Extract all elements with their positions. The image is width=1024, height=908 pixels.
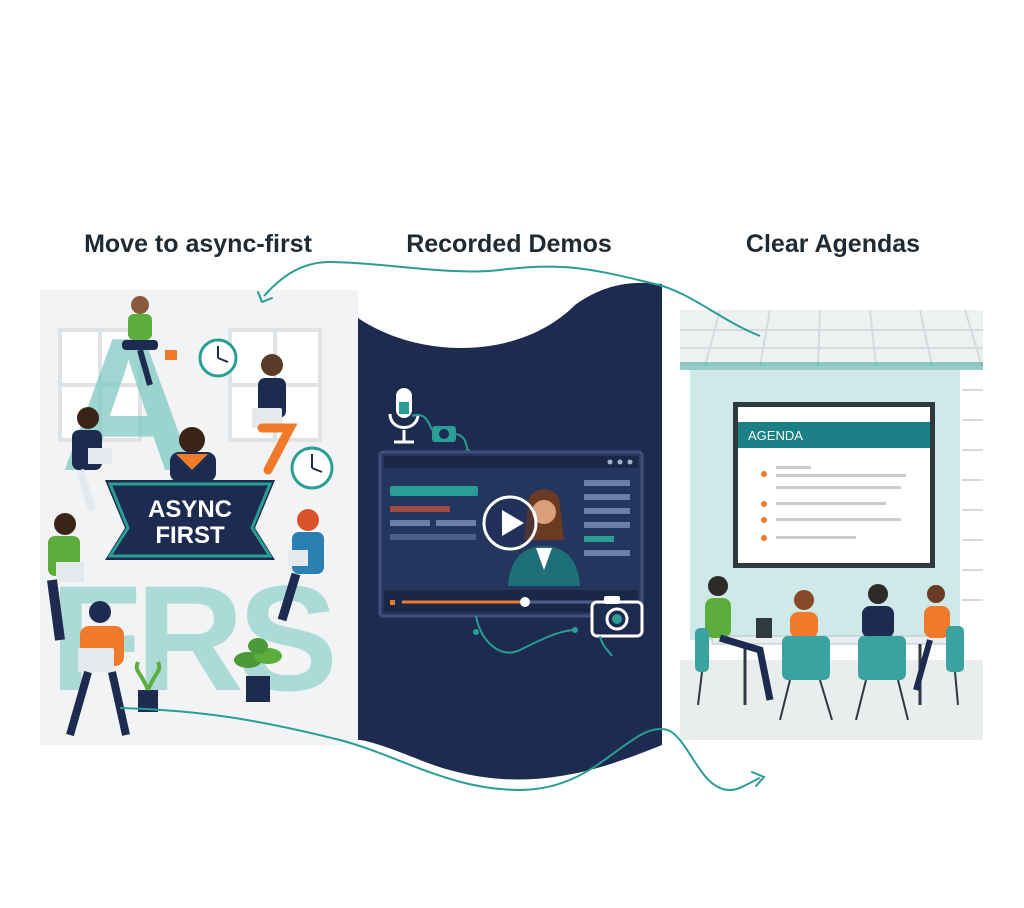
- person-with-tablet-right: [277, 509, 324, 622]
- panel-title-clear-agendas: Clear Agendas: [745, 230, 921, 258]
- meeting-attendee: [705, 576, 774, 701]
- flow-connector: [119, 260, 766, 792]
- async-first-panel: A FRS: [40, 290, 358, 745]
- presenter: [508, 489, 580, 586]
- person-sitting-top: [122, 296, 158, 386]
- video-player[interactable]: [378, 450, 644, 618]
- clock-icon: [290, 446, 334, 490]
- banner-text-async: ASYNC: [148, 496, 232, 523]
- person-center: [170, 427, 216, 482]
- agenda-heading: AGENDA: [748, 428, 803, 443]
- person-with-laptop-bottom: [66, 601, 130, 737]
- async-first-banner: ASYNC FIRST: [105, 480, 275, 560]
- laptop-icon: [78, 648, 114, 672]
- banner-text-first: FIRST: [155, 522, 225, 549]
- microphone-icon: [388, 388, 420, 444]
- plant-icon: [234, 638, 282, 702]
- person-with-tablet-left: [72, 407, 112, 512]
- recorded-demos-panel: [358, 282, 662, 780]
- play-icon[interactable]: [482, 495, 538, 551]
- agenda-list: [761, 466, 906, 541]
- person-with-laptop-left: [47, 513, 84, 641]
- chair: [695, 626, 964, 680]
- person-with-laptop-right: [252, 354, 298, 475]
- meeting-attendee: [913, 585, 950, 691]
- laptop-icon: [756, 618, 772, 638]
- floor: [680, 660, 983, 740]
- stop-icon[interactable]: [390, 600, 395, 605]
- webcam-icon: [432, 426, 456, 442]
- meeting-attendee: [790, 590, 818, 638]
- camera-icon: [590, 596, 644, 638]
- plant-icon: [134, 661, 162, 712]
- clock-icon: [198, 338, 238, 378]
- panel-title-recorded-demos: Recorded Demos: [406, 230, 612, 258]
- video-title-bar: [390, 486, 478, 496]
- agenda-screen: AGENDA: [733, 402, 935, 568]
- meeting-attendee: [862, 584, 894, 638]
- progress-handle[interactable]: [520, 597, 530, 607]
- panel-title-async-first: Move to async-first: [84, 230, 312, 258]
- laptop-icon: [252, 408, 282, 428]
- clear-agendas-panel: AGENDA: [680, 310, 983, 740]
- mug-icon: [165, 350, 177, 360]
- ceiling: [680, 310, 983, 370]
